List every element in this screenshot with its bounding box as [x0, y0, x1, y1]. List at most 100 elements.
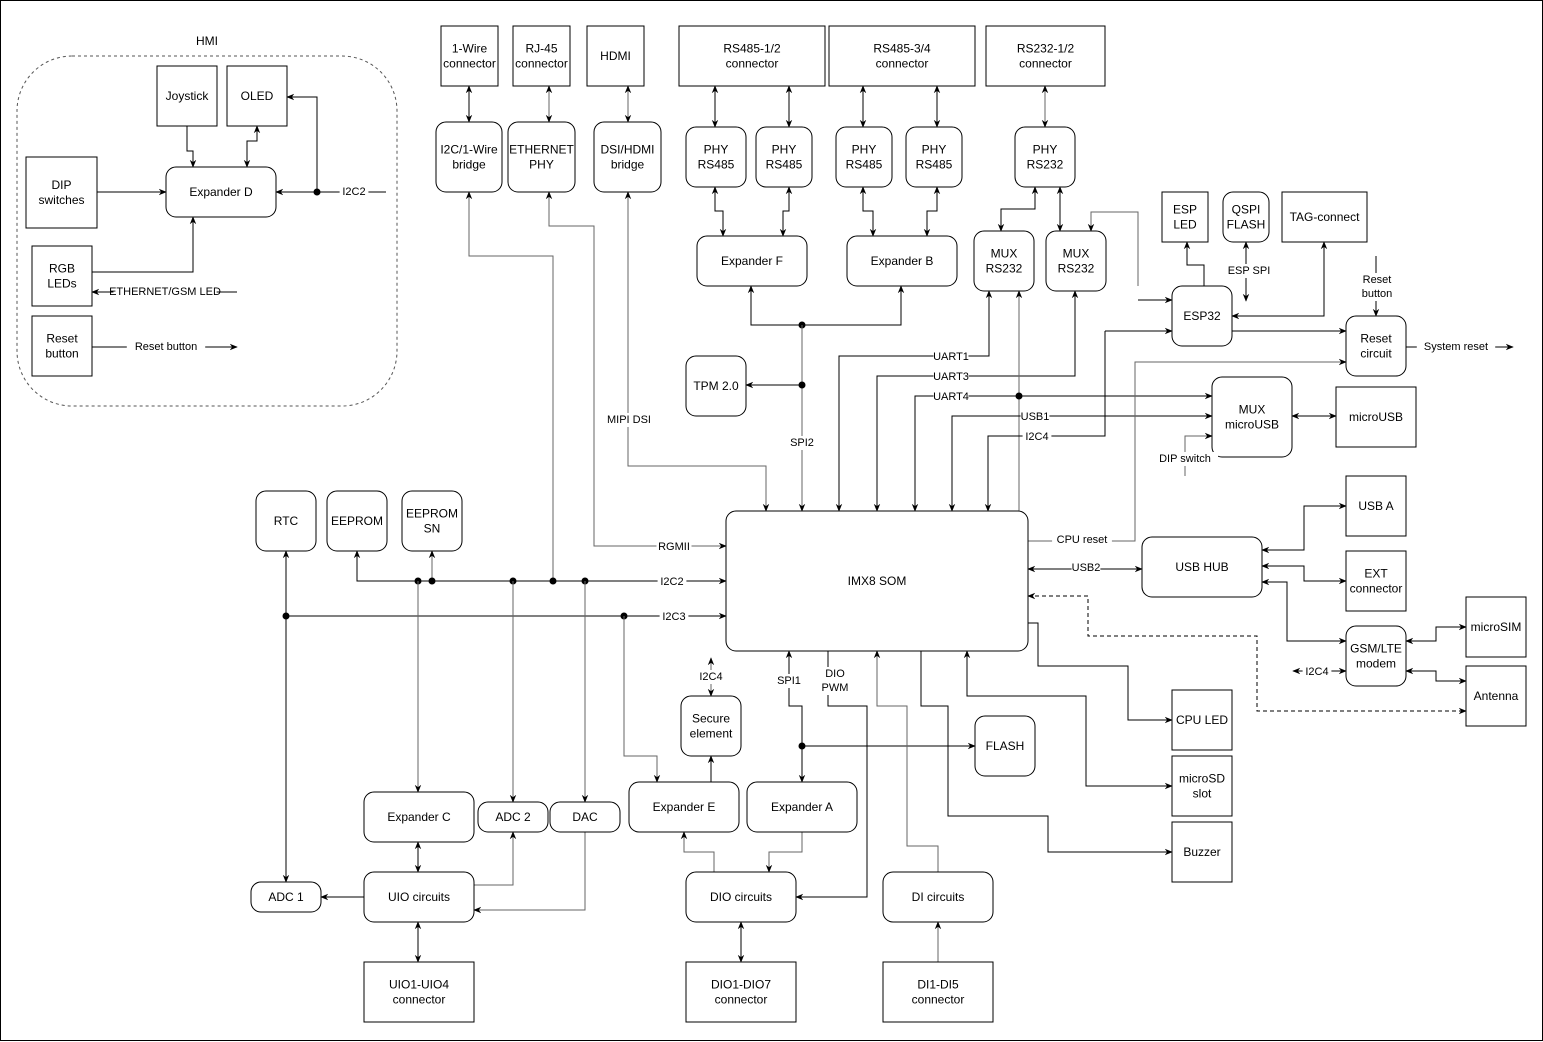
wire-label-i2c4-secure: I2C4 — [696, 670, 726, 684]
wire-label-hmi-reset-button: Reset button — [126, 340, 206, 354]
block-label: DI1-DI5 — [917, 978, 959, 992]
block-label: Reset — [46, 332, 78, 346]
block-expander-c: Expander C — [363, 791, 475, 843]
block-label: EEPROM — [406, 507, 458, 521]
block-adc1: ADC 1 — [250, 881, 322, 913]
block-label: RGB — [49, 262, 75, 276]
block-usb-a: USB A — [1345, 475, 1407, 537]
wire-label-text: Reset button — [135, 341, 197, 353]
block-label: connector — [1019, 57, 1072, 71]
block-microusb: microUSB — [1335, 386, 1417, 448]
block-label: RTC — [274, 514, 299, 528]
block-label: IMX8 SOM — [848, 574, 907, 588]
block-label: microUSB — [1349, 410, 1403, 424]
wire-label-rgmii: RGMII — [656, 540, 692, 554]
block-label: Expander D — [189, 185, 253, 199]
block-label: connector — [393, 993, 446, 1007]
wire-label-text: RGMII — [658, 541, 690, 553]
wire-label-i2c4-top: I2C4 — [1022, 430, 1052, 444]
wire-label-uart4: UART4 — [933, 390, 969, 404]
wire-label-ethernet-gsm-led: ETHERNET/GSM LED — [109, 285, 221, 299]
block-joystick: Joystick — [156, 65, 218, 127]
block-usb-hub: USB HUB — [1141, 536, 1263, 598]
wire-label-text: UART4 — [933, 391, 969, 403]
wire-label-text: System reset — [1424, 341, 1488, 353]
block-expander-f: Expander F — [696, 235, 808, 287]
connection-wire — [1087, 211, 1139, 286]
connection-wire — [1261, 502, 1347, 554]
block-label: LED — [1173, 218, 1197, 232]
block-label: ESP32 — [1183, 309, 1221, 323]
block-label: slot — [1193, 787, 1212, 801]
block-label: USB A — [1358, 499, 1393, 513]
block-label: bridge — [611, 158, 645, 172]
block-label: GSM/LTE — [1350, 642, 1402, 656]
connection-wire — [711, 186, 727, 237]
block-label: RS485-1/2 — [723, 42, 781, 56]
wire-label-mipi-dsi: MIPI DSI — [602, 413, 656, 427]
block-label: RJ-45 — [525, 42, 557, 56]
junction-dot — [1015, 392, 1023, 400]
block-expander-e: Expander E — [628, 781, 740, 833]
block-label: FLASH — [986, 739, 1025, 753]
block-label: connector — [726, 57, 779, 71]
wire-label-text: UART3 — [933, 371, 969, 383]
wire-label-spi1: SPI1 — [774, 674, 804, 688]
wire-label-text: USB1 — [1021, 411, 1050, 423]
wire-label-cpu-reset: CPU reset — [1052, 533, 1112, 547]
connection-wire — [353, 550, 727, 585]
block-label: Reset — [1360, 332, 1392, 346]
connection-wire — [623, 616, 661, 783]
block-flash: FLASH — [974, 715, 1036, 777]
block-label: Expander C — [387, 810, 451, 824]
wire-label-text: CPU reset — [1057, 534, 1108, 546]
junction-dot — [428, 577, 436, 585]
block-label: switches — [38, 193, 84, 207]
block-label: microSIM — [1471, 620, 1522, 634]
wire-label-i2c2: I2C2 — [657, 575, 687, 589]
block-label: Secure — [692, 712, 730, 726]
block-label: MUX — [1063, 247, 1090, 261]
block-label: Expander E — [653, 800, 716, 814]
wire-label-text: I2C4 — [1025, 431, 1048, 443]
junction-dot — [798, 742, 806, 750]
block-di-circuits: DI circuits — [882, 871, 994, 923]
block-label: TPM 2.0 — [693, 379, 739, 393]
wire-label-text: SPI1 — [777, 675, 801, 687]
block-label: Expander B — [871, 254, 934, 268]
block-tag-connect: TAG-connect — [1281, 191, 1368, 243]
block-label: MUX — [1239, 403, 1266, 417]
connection-wire — [1183, 241, 1205, 286]
block-label: RS232 — [986, 262, 1023, 276]
block-label: PHY — [772, 143, 797, 157]
block-label: microUSB — [1225, 418, 1279, 432]
connection-wire — [465, 191, 554, 581]
wire-label-usb1: USB1 — [1020, 410, 1050, 424]
wire-label-usb2: USB2 — [1071, 561, 1101, 575]
block-label: ADC 2 — [495, 810, 531, 824]
block-dio-circuits: DIO circuits — [685, 871, 797, 923]
block-label: RS232 — [1058, 262, 1095, 276]
connection-wire — [1261, 578, 1347, 645]
block-label: OLED — [241, 89, 274, 103]
block-label: RS485-3/4 — [873, 42, 931, 56]
block-label: bridge — [452, 158, 486, 172]
block-label: FLASH — [1227, 218, 1266, 232]
